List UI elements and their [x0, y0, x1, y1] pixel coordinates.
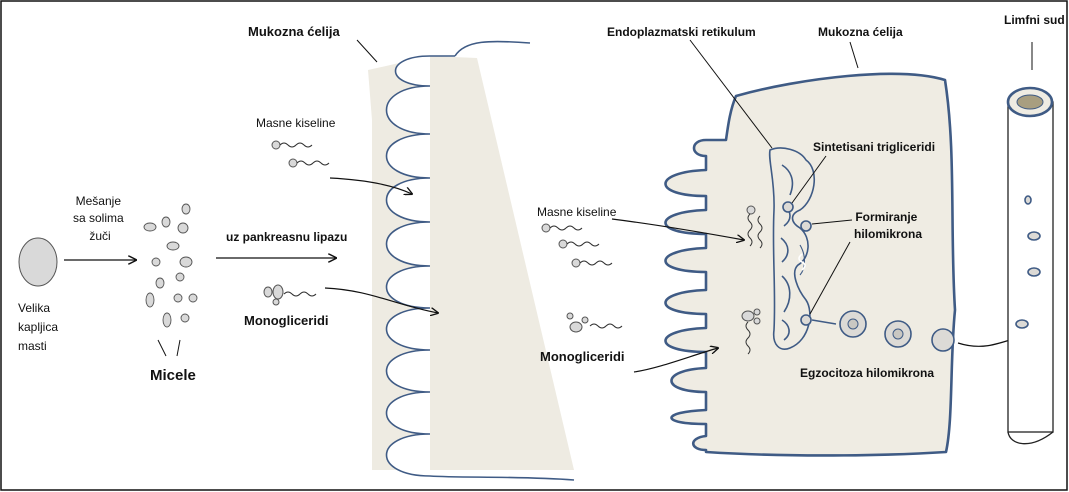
- lymph-vessel-tube: [1008, 102, 1053, 432]
- mucosal-cell-left-label: Mukozna ćelija: [248, 24, 341, 39]
- monoglycerides-right-label: Monogliceridi: [540, 349, 625, 364]
- lymph-vessel-label: Limfni sud: [1004, 13, 1065, 27]
- synthesized-triglycerides-label: Sintetisani trigliceridi: [813, 140, 935, 154]
- pancreatic-lipase-label: uz pankreasnu lipazu: [226, 230, 347, 244]
- lymph-vessel-lumen: [1017, 95, 1043, 109]
- monoglycerides-left-label: Monogliceridi: [244, 313, 329, 328]
- fatty-acids-left-label: Masne kiseline: [256, 116, 336, 130]
- large-fat-droplet: [19, 238, 57, 286]
- micelles-label: Micele: [150, 367, 196, 384]
- fatty-acids-right-label: Masne kiseline: [537, 205, 617, 219]
- chylomicron-exocytosis-label: Egzocitoza hilomikrona: [800, 366, 934, 380]
- mucosal-cell-right-label: Mukozna ćelija: [818, 25, 903, 39]
- er-label: Endoplazmatski retikulum: [607, 25, 756, 39]
